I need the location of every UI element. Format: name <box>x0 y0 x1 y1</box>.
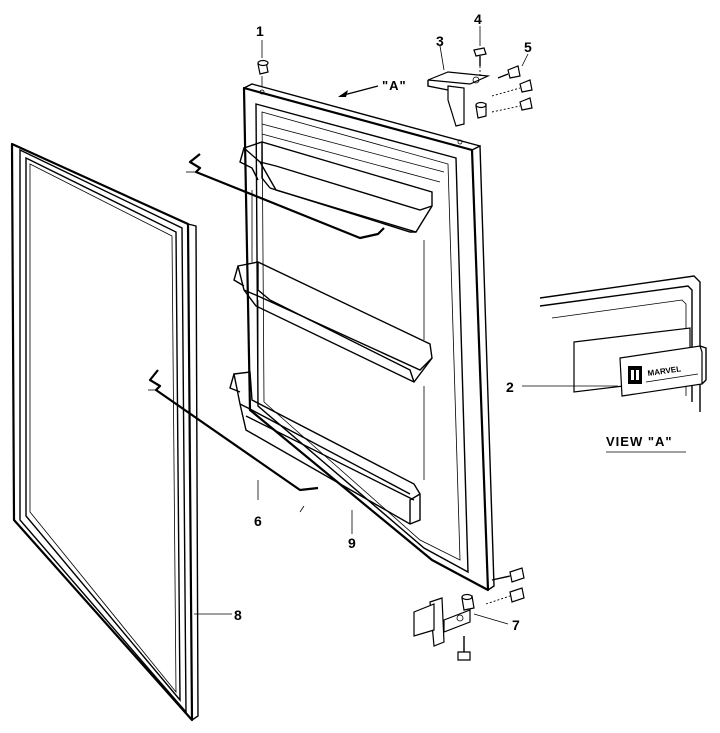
callout-1: 1 <box>256 23 264 39</box>
door-gasket <box>10 142 199 722</box>
bottom-hinge-assembly <box>413 567 525 661</box>
callout-4: 4 <box>474 11 482 27</box>
callout-8: 8 <box>234 607 242 623</box>
callout-2: 2 <box>506 379 514 395</box>
top-hinge-assembly <box>257 47 533 145</box>
shelf-retainer-bars <box>148 153 385 513</box>
logo-emblem <box>628 366 642 384</box>
view-a-inset: MARVEL <box>539 275 707 412</box>
door-panel <box>229 83 495 592</box>
callout-3: 3 <box>436 33 444 49</box>
callout-5: 5 <box>524 39 532 55</box>
view-a-marker: "A" <box>382 78 407 93</box>
callout-6: 6 <box>254 513 262 529</box>
leader-lines <box>194 26 686 625</box>
callout-7: 7 <box>512 617 520 633</box>
view-a-label: VIEW "A" <box>606 434 673 449</box>
callout-9: 9 <box>348 535 356 551</box>
